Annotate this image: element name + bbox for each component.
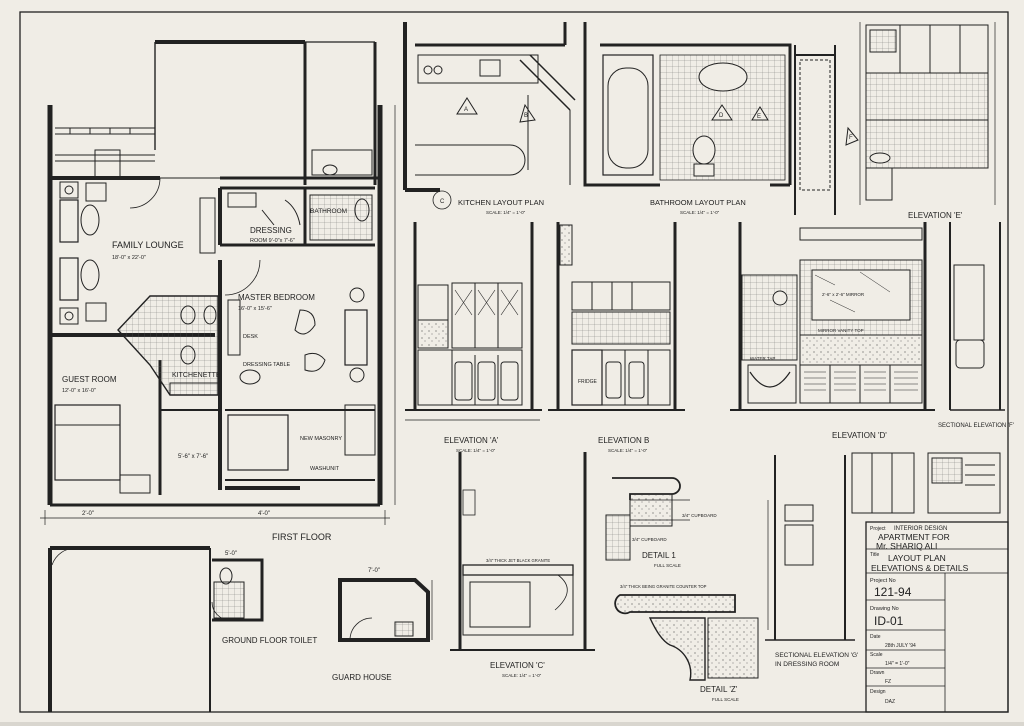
sectional-elevation-g: SECTIONAL ELEVATION 'G' IN DRESSING ROOM xyxy=(765,455,858,668)
guard-house: 7'-0" GUARD HOUSE xyxy=(332,568,433,682)
sheet-title-2: ELEVATIONS & DETAILS xyxy=(871,563,969,573)
date-value: 28th JULY '94 xyxy=(885,643,916,649)
master-bedroom-size: 16'-0" x 15'-6" xyxy=(238,306,272,312)
detail-1: 3/4" CUPBOARD 3/4" CUPBOARD DETAIL 1 FUL… xyxy=(605,477,717,568)
project-label: Project xyxy=(870,526,886,532)
drawing-no-label: Drawing No xyxy=(870,606,899,612)
kitchen-plan-title: KITCHEN LAYOUT PLAN xyxy=(458,198,544,207)
elevation-c-note: 3/4" THICK JET BLACK GRANITE xyxy=(486,558,550,563)
kitchen-plan-scale: SCALE: 1/4" = 1'-0" xyxy=(486,210,526,215)
fridge-label: FRIDGE xyxy=(578,379,598,385)
detail-z-scale: FULL SCALE xyxy=(712,697,739,702)
washunit-label: WASHUNIT xyxy=(310,466,340,472)
kitchen-tag-a: A xyxy=(464,107,468,113)
drawn-label: Drawn xyxy=(870,670,885,676)
elevation-e-title: ELEVATION 'E' xyxy=(908,211,963,220)
date-label: Date xyxy=(870,634,881,640)
sectional-g-subtitle: IN DRESSING ROOM xyxy=(775,661,839,668)
guard-house-title: GUARD HOUSE xyxy=(332,673,392,682)
sectional-elevation-f: SECTIONAL ELEVATION 'F' xyxy=(851,222,1014,514)
elevation-e: ELEVATION 'E' xyxy=(859,22,996,220)
drawing-no: ID-01 xyxy=(874,614,904,628)
bathroom-tag-f: F xyxy=(849,135,853,141)
dressing-label: DRESSING xyxy=(250,226,292,235)
detail-1-scale: FULL SCALE xyxy=(654,563,681,568)
title-label: Title xyxy=(870,552,879,558)
elevation-c: 3/4" THICK JET BLACK GRANITE ELEVATION '… xyxy=(450,452,595,678)
elevation-c-scale: SCALE: 1/4" = 1'-0" xyxy=(502,673,542,678)
toilet-dim: 5'-0" xyxy=(225,551,237,557)
family-lounge-size: 18'-0" x 22'-0" xyxy=(112,255,146,261)
elevation-d-title: ELEVATION 'D' xyxy=(832,431,887,440)
project-no-label: Project No xyxy=(870,578,896,584)
title-line-1: APARTMENT FOR xyxy=(878,532,950,542)
sectional-f-title: SECTIONAL ELEVATION 'F' xyxy=(938,423,1014,429)
elevation-a: ELEVATION 'A' SCALE: 1/4" = 1'-0" xyxy=(405,222,542,453)
detail-1-note-a: 3/4" CUPBOARD xyxy=(682,513,717,518)
detail-z-note: 3/4" THICK BEING GRANITE COUNTER TOP xyxy=(620,584,707,589)
dim-guest: 2'-0" xyxy=(82,511,94,517)
design-value: DAZ xyxy=(885,699,895,705)
desk-label: DESK xyxy=(243,334,258,340)
bathroom-layout-plan: D E F BATHROOM LAYOUT PLAN SCALE: 1/4" =… xyxy=(583,22,859,215)
bathroom-plan-scale: SCALE: 1/4" = 1'-0" xyxy=(680,210,720,215)
project-name: INTERIOR DESIGN xyxy=(894,526,947,532)
elevation-c-title: ELEVATION 'C' xyxy=(490,661,545,670)
scale-label: Scale xyxy=(870,652,883,658)
dressing-size: ROOM 9'-0"x 7'-6" xyxy=(250,238,295,244)
kitchen-tag-b: B xyxy=(524,113,528,119)
guest-room-label: GUEST ROOM xyxy=(62,375,117,384)
mirror-note: 2'-6" x 2'-6" MIRROR xyxy=(822,292,865,297)
vanity-note: MIRROR VANITY TOP xyxy=(818,328,864,333)
bathroom-label: BATHROOM xyxy=(310,208,347,215)
detail-z: 3/4" THICK BEING GRANITE COUNTER TOP DET… xyxy=(614,584,759,702)
project-no: 121-94 xyxy=(874,585,912,599)
family-lounge-label: FAMILY LOUNGE xyxy=(112,240,184,250)
drawn-value: FZ xyxy=(885,679,891,685)
sheet-title-1: LAYOUT PLAN xyxy=(888,553,946,563)
elevation-a-title: ELEVATION 'A' xyxy=(444,436,499,445)
kitchen-layout-plan: C A B KITCHEN LAYOUT PLAN SCALE: 1/4" = … xyxy=(403,22,576,215)
bathroom-tag-d: D xyxy=(719,113,724,119)
guest-room-size: 12'-0" x 16'-0" xyxy=(62,388,96,394)
detail-1-note-b: 3/4" CUPBOARD xyxy=(632,537,667,542)
title-line-2: Mr. SHARIQ ALI xyxy=(876,541,937,551)
water-tap-note: WATER TAP xyxy=(750,356,775,361)
first-floor-labels: FAMILY LOUNGE 18'-0" x 22'-0" DRESSING R… xyxy=(62,208,347,542)
elevation-b-title: ELEVATION B xyxy=(598,436,649,445)
elevation-b: FRIDGE ELEVATION B SCALE: 1/4" = 1'-0" xyxy=(548,222,685,453)
master-bedroom-label: MASTER BEDROOM xyxy=(238,293,315,302)
design-label: Design xyxy=(870,689,886,695)
toilet-title: GROUND FLOOR TOILET xyxy=(222,636,317,645)
sheet-border xyxy=(19,11,1009,713)
kitchenette-label: KITCHENETTE xyxy=(172,372,221,379)
sectional-g-title: SECTIONAL ELEVATION 'G' xyxy=(775,652,858,659)
bathroom-plan-title: BATHROOM LAYOUT PLAN xyxy=(650,198,746,207)
bathroom-tag-e: E xyxy=(757,114,761,120)
dressing-table-label: DRESSING TABLE xyxy=(243,362,291,368)
dim-master: 4'-0" xyxy=(258,511,270,517)
first-floor-plan xyxy=(40,40,396,525)
new-masonry-label: NEW MASONRY xyxy=(300,436,342,442)
elevation-d: 2'-6" x 2'-6" MIRROR MIRROR VANITY TOP W… xyxy=(730,222,935,440)
first-floor-title: FIRST FLOOR xyxy=(272,532,332,542)
guard-house-dim: 7'-0" xyxy=(368,568,380,574)
ground-floor-toilet: 5'-0" GROUND FLOOR TOILET xyxy=(48,546,317,712)
detail-z-title: DETAIL 'Z' xyxy=(700,685,738,694)
scale-value: 1/4" = 1'-0" xyxy=(885,661,910,667)
kitchen-marker: C xyxy=(440,199,445,205)
elevation-b-scale: SCALE: 1/4" = 1'-0" xyxy=(608,448,648,453)
title-block: Project INTERIOR DESIGN APARTMENT FOR Mr… xyxy=(865,521,1009,713)
elevation-a-scale: SCALE: 1/4" = 1'-0" xyxy=(456,448,496,453)
detail-1-title: DETAIL 1 xyxy=(642,551,676,560)
small-room-dim: 5'-6" x 7'-6" xyxy=(178,454,208,460)
